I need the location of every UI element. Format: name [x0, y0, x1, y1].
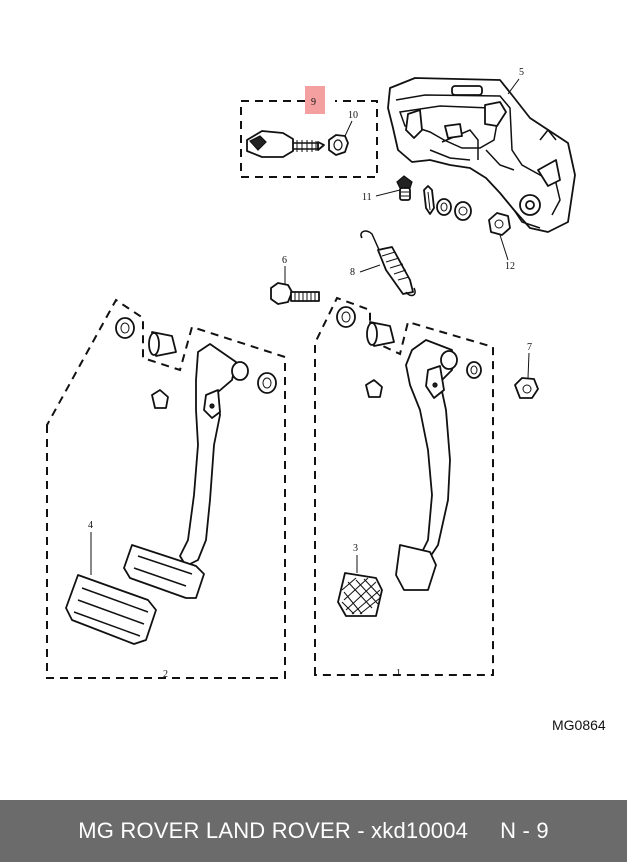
- switch-assembly-group: 9 10: [240, 86, 378, 178]
- exploded-parts-diagram: 9 10 5: [46, 67, 576, 680]
- nut-10: [328, 134, 349, 156]
- callout-9: 9: [311, 97, 316, 108]
- pivot-bolt-6: [270, 282, 320, 305]
- clutch-pedal-group-1: [314, 296, 494, 676]
- callout-6: 6: [282, 255, 287, 266]
- drawing-code: MG0864: [552, 717, 606, 733]
- callout-4: 4: [88, 520, 93, 531]
- split-pin: [423, 185, 435, 215]
- callout-9-highlight: [305, 86, 325, 114]
- return-spring-8: [360, 230, 416, 297]
- footer-brands-part: MG ROVER LAND ROVER - xkd10004: [78, 818, 469, 843]
- pedal-spacer-right: [366, 321, 395, 347]
- callout-7: 7: [527, 342, 532, 353]
- callout-1: 1: [396, 668, 401, 679]
- callout-12: 12: [505, 261, 515, 272]
- pedal-box-bracket: [387, 77, 576, 233]
- bush-nut-right: [466, 361, 482, 379]
- stop-light-switch: [246, 130, 325, 158]
- pedal-spacer-left: [148, 331, 177, 357]
- clip-right: [365, 379, 383, 398]
- callout-10: 10: [348, 110, 358, 121]
- washers: [436, 198, 472, 221]
- brake-pedal-group-2: [46, 298, 286, 679]
- pivot-stud-11: [396, 175, 413, 201]
- footer-page-ref: N - 9: [500, 818, 549, 843]
- clip-left: [151, 389, 169, 409]
- nut-7: [514, 377, 539, 399]
- callout-11: 11: [362, 192, 372, 203]
- bush-nut-left: [257, 372, 277, 394]
- callout-5: 5: [519, 67, 524, 78]
- pedal-bush-right: [336, 306, 356, 328]
- callout-3: 3: [353, 543, 358, 554]
- footer-bar: MG ROVER LAND ROVER - xkd10004 N - 9: [0, 800, 627, 862]
- pedal-bush-left: [115, 317, 135, 339]
- callout-8: 8: [350, 267, 355, 278]
- callout-2: 2: [163, 669, 168, 680]
- nut-12: [488, 212, 511, 236]
